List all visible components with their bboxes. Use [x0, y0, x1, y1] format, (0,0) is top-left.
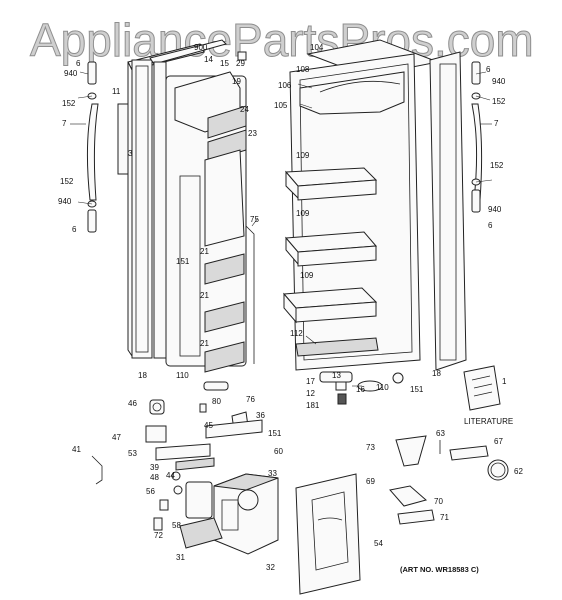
- callout-6-top-left: 6: [76, 59, 81, 68]
- leader-lines: [70, 71, 493, 387]
- callout-33: 33: [268, 469, 277, 478]
- callout-60: 60: [274, 447, 283, 456]
- callout-109-middle: 109: [296, 209, 310, 218]
- callout-39: 39: [150, 463, 159, 472]
- literature-booklet: [463, 365, 501, 411]
- callout-151-right: 151: [410, 385, 424, 394]
- callout-48: 48: [150, 473, 159, 482]
- freezer-liner: [174, 71, 247, 373]
- callout-70: 70: [434, 497, 443, 506]
- callout-181: 181: [306, 401, 320, 410]
- callout-900: 900: [194, 43, 208, 52]
- callout-109-top: 109: [296, 151, 310, 160]
- callout-21-top: 21: [200, 247, 209, 256]
- callout-3: 3: [128, 149, 133, 158]
- callout-21-bottom: 21: [200, 339, 209, 348]
- literature-label: LITERATURE: [464, 417, 513, 426]
- callout-63: 63: [436, 429, 445, 438]
- callout-16: 16: [356, 385, 365, 394]
- callout-54: 54: [374, 539, 383, 548]
- fresh-food-door: [282, 39, 467, 371]
- callout-labels: 940 14 900 15 29 104 6 940 6 152 152 108…: [58, 43, 523, 574]
- callout-69: 69: [366, 477, 375, 486]
- callout-75: 75: [250, 215, 259, 224]
- watermark-text: AppliancePartsPros.com: [30, 14, 534, 66]
- callout-32: 32: [266, 563, 275, 572]
- callout-6-top-right: 6: [486, 65, 491, 74]
- callout-940-left-lower: 940: [58, 197, 72, 206]
- callout-18-left: 18: [138, 371, 147, 380]
- small-parts: [203, 51, 404, 405]
- callout-24: 24: [240, 105, 249, 114]
- callout-72: 72: [154, 531, 163, 540]
- callout-53: 53: [128, 449, 137, 458]
- callout-23: 23: [248, 129, 257, 138]
- callout-7-right: 7: [494, 119, 499, 128]
- callout-12: 12: [306, 389, 315, 398]
- dispenser-cover: [295, 473, 361, 595]
- callout-152-left-lower: 152: [60, 177, 74, 186]
- callout-110-right: 110: [376, 383, 389, 392]
- callout-105: 105: [274, 101, 288, 110]
- callout-106: 106: [278, 81, 292, 90]
- callout-6-left-lower: 6: [72, 225, 77, 234]
- callout-14: 14: [204, 55, 213, 64]
- callout-17: 17: [306, 377, 315, 386]
- callout-67: 67: [494, 437, 503, 446]
- callout-940-right-lower: 940: [488, 205, 502, 214]
- callout-47: 47: [112, 433, 121, 442]
- callout-15: 15: [220, 59, 229, 68]
- callout-29: 29: [236, 59, 245, 68]
- callout-11: 11: [112, 87, 121, 96]
- callout-46: 46: [128, 399, 137, 408]
- handle-left: [86, 61, 99, 233]
- callout-19: 19: [232, 77, 241, 86]
- callout-6-right-lower: 6: [488, 221, 493, 230]
- callout-110-left: 110: [176, 371, 189, 380]
- callout-112: 112: [290, 329, 303, 338]
- callout-108: 108: [296, 65, 310, 74]
- callout-41: 41: [72, 445, 81, 454]
- callout-151-lower: 151: [268, 429, 282, 438]
- callout-62: 62: [514, 467, 523, 476]
- callout-1: 1: [502, 377, 507, 386]
- callout-13: 13: [332, 371, 341, 380]
- callout-21-middle: 21: [200, 291, 209, 300]
- dispenser-parts: [91, 399, 279, 555]
- callout-71: 71: [440, 513, 449, 522]
- callout-7-left: 7: [62, 119, 67, 128]
- hinge-bracket: [117, 103, 129, 175]
- callout-152-left: 152: [62, 99, 76, 108]
- callout-152-right: 152: [492, 97, 506, 106]
- right-small-parts: [389, 435, 509, 525]
- callout-73: 73: [366, 443, 375, 452]
- callout-104: 104: [310, 43, 324, 52]
- callout-58: 58: [172, 521, 181, 530]
- callout-940-top-right: 940: [492, 77, 506, 86]
- callout-31: 31: [176, 553, 185, 562]
- callout-18-right: 18: [432, 369, 441, 378]
- callout-44: 44: [166, 471, 175, 480]
- art-number: (ART NO. WR18583 C): [400, 565, 479, 574]
- callout-56: 56: [146, 487, 155, 496]
- callout-36: 36: [256, 411, 265, 420]
- callout-151-mid: 151: [176, 257, 190, 266]
- callout-152-right-lower: 152: [490, 161, 504, 170]
- callout-76: 76: [246, 395, 255, 404]
- callout-45: 45: [204, 421, 213, 430]
- callout-80: 80: [212, 397, 221, 406]
- handle-right: [471, 61, 483, 213]
- callout-940: 940: [64, 69, 78, 78]
- watermark: AppliancePartsPros.com: [30, 14, 535, 67]
- callout-109-bottom: 109: [300, 271, 314, 280]
